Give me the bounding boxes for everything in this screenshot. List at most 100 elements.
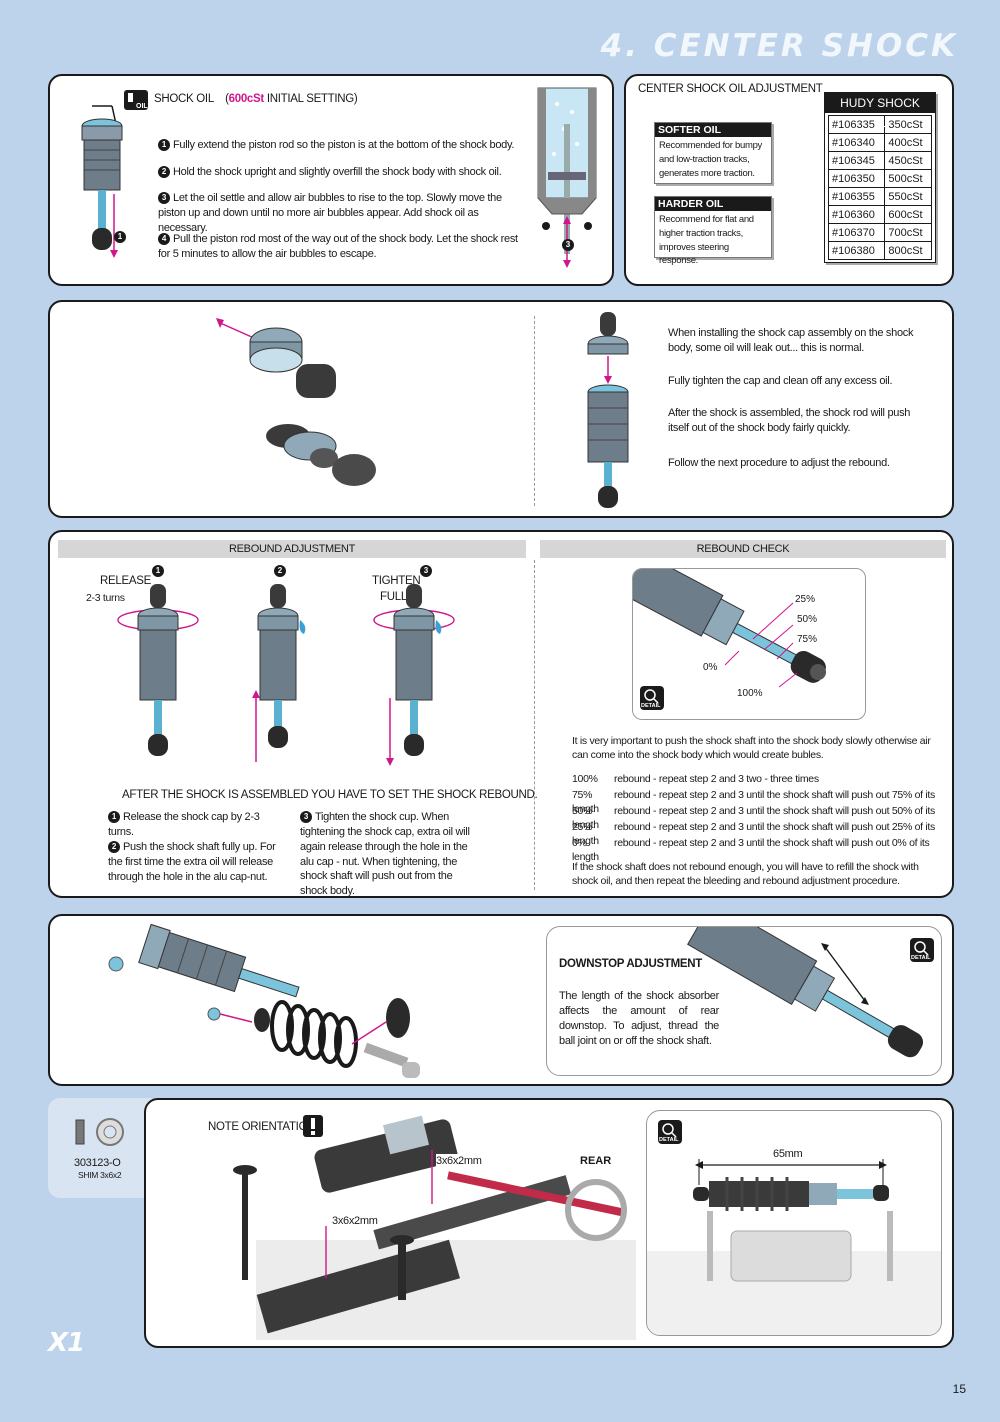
rebound-shocks-illustration <box>117 584 455 766</box>
rebound-pct: 50% <box>572 805 593 817</box>
install-panel: NOTE ORIENTATION 3x6x2mm 3x6x2mm REAR <box>144 1098 954 1348</box>
adj-step-1-text: Release the shock cap by 2-3 turns. <box>108 811 260 838</box>
step-number: 2 <box>158 166 170 178</box>
rebound-panel: REBOUND ADJUSTMENT REBOUND CHECK 1 2 3 R… <box>48 530 954 898</box>
panel-divider <box>534 316 535 506</box>
adj-step-2-marker: 2 <box>274 564 289 579</box>
adj-step-3-marker: 3 <box>420 564 435 579</box>
adj-step-3-text: Tighten the shock cup. When tightening t… <box>300 811 470 898</box>
part-code: 303123-O <box>74 1157 121 1169</box>
rebound-text: rebound - repeat step 2 and 3 until the … <box>572 837 930 864</box>
rebound-pct: 0% <box>572 837 587 849</box>
harder-oil-text: Recommend for flat and higher traction t… <box>659 214 754 267</box>
shock-oil-label: SHOCK OIL (600cSt INITIAL SETTING) <box>154 92 358 108</box>
mark-75: 75% <box>797 634 818 645</box>
chassis-install-illustration <box>233 1115 636 1340</box>
note-orientation: NOTE ORIENTATION <box>208 1121 316 1133</box>
step-number: 3 <box>158 192 170 204</box>
oil-bottle-icon <box>124 90 148 110</box>
rebound-main-note: AFTER THE SHOCK IS ASSEMBLED YOU HAVE TO… <box>122 789 538 801</box>
downstop-panel: DOWNSTOP ADJUSTMENT The length of the sh… <box>48 914 954 1086</box>
installed-shock-illustration <box>647 1159 941 1335</box>
rebound-row: 0%rebound - repeat step 2 and 3 until th… <box>572 836 942 863</box>
rebound-row: 25%rebound - repeat step 2 and 3 until t… <box>572 820 942 847</box>
mark-25: 25% <box>795 594 816 605</box>
hudy-oils-heading: HUDY SHOCK OILS <box>825 93 935 130</box>
oil-code: #106380 <box>827 241 886 260</box>
step-text: Hold the shock upright and slightly over… <box>173 166 502 178</box>
rebound-check-outro: If the shock shaft does not rebound enou… <box>572 861 919 888</box>
turns-label: 2-3 turns <box>86 592 125 604</box>
harder-oil-heading: HARDER OIL <box>655 197 771 211</box>
rebound-check-header: REBOUND CHECK <box>540 540 946 558</box>
adj-num-3: 3 <box>420 565 432 577</box>
length-label: 65mm <box>773 1148 803 1160</box>
assembly-note-1: When installing the shock cap assembly o… <box>668 327 914 354</box>
harder-oil-box: HARDER OIL Recommend for flat and higher… <box>654 196 772 266</box>
shock-oil-text: SHOCK OIL <box>154 93 214 105</box>
softer-oil-text: Recommended for bumpy and low-traction t… <box>659 140 763 179</box>
rebound-row: 75%rebound - repeat step 2 and 3 until t… <box>572 788 942 815</box>
step-text: Fully extend the piston rod so the pisto… <box>173 139 515 151</box>
downstop-detail: DOWNSTOP ADJUSTMENT The length of the sh… <box>546 926 942 1076</box>
fully-label: FULLY <box>380 591 414 603</box>
oil-adjustment-title: CENTER SHOCK OIL ADJUSTMENT <box>638 83 823 95</box>
fig-num-3: 3 <box>562 239 574 251</box>
rebound-detail-figure: 25% 50% 75% 0% 100% DETAIL <box>632 568 866 720</box>
step-number: 1 <box>158 139 170 151</box>
oil-code: #106360 <box>827 205 886 224</box>
downstop-title: DOWNSTOP ADJUSTMENT <box>559 958 702 970</box>
adj-step-2-num: 2 <box>108 841 120 853</box>
oil-setting-value: 600cSt <box>228 93 265 105</box>
oil-viscosity: 400cSt <box>884 133 932 152</box>
fig-num-1: 1 <box>114 231 126 243</box>
shim-label-2: 3x6x2mm <box>332 1214 378 1229</box>
detail-magnifier-icon <box>658 1120 682 1144</box>
oil-setting-rest: INITIAL SETTING) <box>266 93 358 105</box>
shock-oil-panel: OIL SHOCK OIL (600cSt INITIAL SETTING) 1… <box>48 74 614 286</box>
assembly-note-2: Fully tighten the cap and clean off any … <box>668 375 893 387</box>
shock-cross-section <box>537 87 597 268</box>
oil-viscosity: 800cSt <box>884 241 932 260</box>
page-number: 15 <box>952 1382 966 1396</box>
oil-viscosity: 600cSt <box>884 205 932 224</box>
detail-magnifier-icon <box>910 938 934 962</box>
rebound-detail-illustration <box>633 569 827 688</box>
step-number: 4 <box>158 233 170 245</box>
rebound-pct: 75% <box>572 789 593 801</box>
warning-icon <box>303 1115 323 1137</box>
oil-adjustment-panel: CENTER SHOCK OIL ADJUSTMENT SOFTER OIL R… <box>624 74 954 286</box>
release-label: RELEASE <box>100 575 151 587</box>
step-text: Let the oil settle and allow air bubbles… <box>158 192 502 234</box>
step-text: Pull the piston rod most of the way out … <box>158 233 518 260</box>
detail-label: DETAIL <box>641 703 661 709</box>
fig-step-1: 1 <box>114 230 129 245</box>
assembled-shock-illustration <box>587 312 629 508</box>
install-detail: 65mm DETAIL <box>646 1110 942 1336</box>
detail-magnifier-icon <box>640 686 664 710</box>
shock-oil-illustration <box>81 105 123 258</box>
tighten-label: TIGHTEN <box>372 575 421 587</box>
rebound-pct: 100% <box>572 773 598 785</box>
rebound-divider <box>534 560 535 890</box>
rebound-row: 50%rebound - repeat step 2 and 3 until t… <box>572 804 942 831</box>
detail-label: DETAIL <box>911 955 931 961</box>
adj-step-3-num: 3 <box>300 811 312 823</box>
softer-oil-heading: SOFTER OIL <box>655 123 771 137</box>
part-callout: 303123-O SHIM 3x6x2 <box>48 1098 152 1198</box>
part-name: SHIM 3x6x2 <box>78 1170 122 1180</box>
rebound-pct: 25% <box>572 821 593 833</box>
page-title: 4. CENTER SHOCK <box>600 28 958 64</box>
shim-icon <box>75 1118 124 1146</box>
oil-viscosity: 450cSt <box>884 151 932 170</box>
rebound-check-rows: 100%rebound - repeat step 2 and 3 two - … <box>572 772 942 863</box>
adj-step-1-marker: 1 <box>152 564 167 579</box>
rebound-text: rebound - repeat step 2 and 3 until the … <box>572 821 935 848</box>
